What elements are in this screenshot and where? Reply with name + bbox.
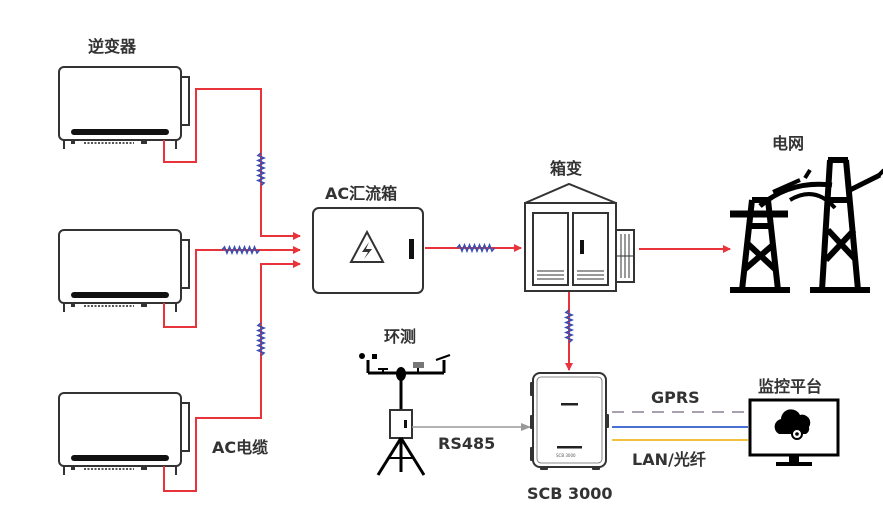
env-monitor-label: 环测 — [384, 327, 417, 346]
scb-label: SCB 3000 — [527, 484, 613, 503]
box-transformer-label: 箱变 — [550, 159, 583, 178]
weather-station-icon — [359, 353, 451, 476]
scb-device-icon — [530, 372, 609, 470]
ac-cable-label: AC电缆 — [212, 438, 269, 457]
scb-device-text: SCB 3000 — [556, 453, 576, 458]
inverter-2 — [58, 229, 190, 313]
inverter-3 — [58, 392, 190, 476]
lan-label: LAN/光纤 — [632, 450, 706, 469]
ac-combiner-label: AC汇流箱 — [325, 184, 398, 203]
cable-coil-2 — [221, 246, 261, 254]
grid-label: 电网 — [772, 134, 805, 153]
gprs-label: GPRS — [651, 388, 700, 407]
ac-power-lines — [163, 88, 731, 492]
cable-coil-4 — [456, 244, 496, 252]
cloud-monitor-icon — [748, 398, 840, 466]
monitor-platform-label: 监控平台 — [758, 377, 823, 396]
combiner-box-icon — [312, 207, 424, 294]
inverter-1 — [58, 66, 190, 150]
box-transformer-icon — [524, 182, 635, 292]
power-tower-icon — [730, 157, 883, 293]
inverter-label: 逆变器 — [88, 37, 137, 56]
rs485-label: RS485 — [438, 434, 496, 453]
tower-crossarm — [772, 178, 801, 194]
